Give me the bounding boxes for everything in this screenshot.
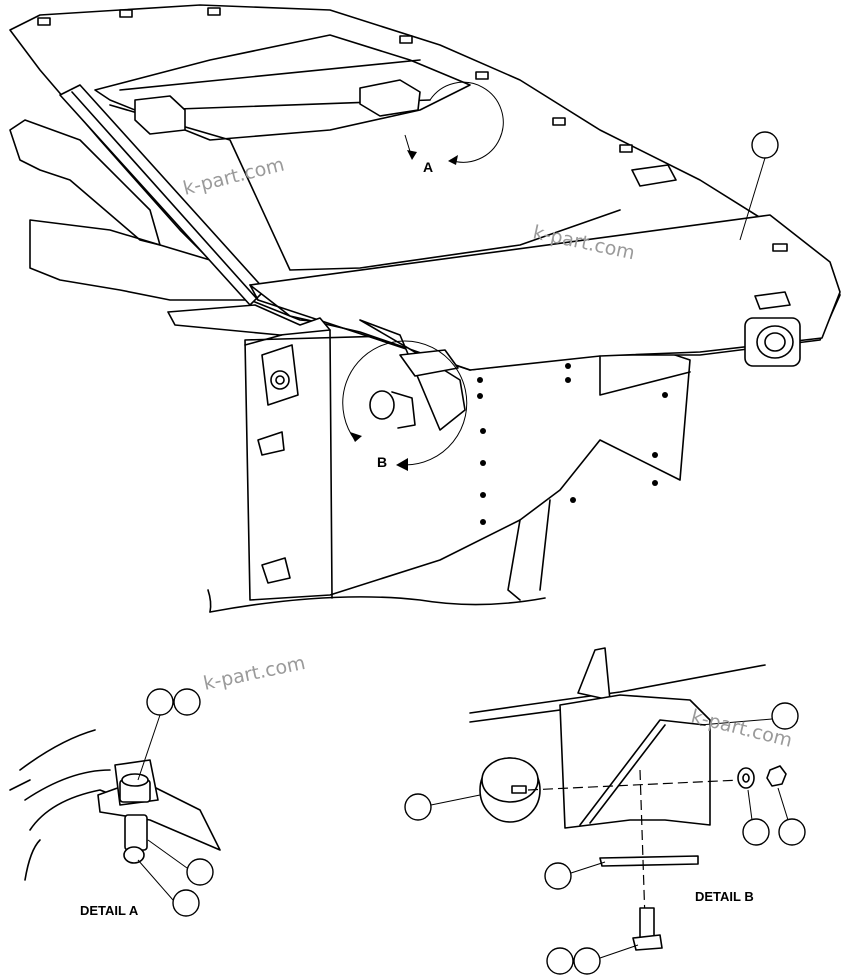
detail-a: DETAIL A [9,688,221,918]
view-circle-b: B [342,340,468,471]
main-assembly: A B [9,4,841,613]
detail-b: DETAIL B [404,647,806,975]
view-label-b: B [377,454,387,470]
panel-holes [477,363,668,525]
mount-pads [37,7,791,310]
light-fixture [744,317,801,367]
body-panel [244,329,691,601]
watermark-3: k-part.com [201,652,307,695]
detail-b-label: DETAIL B [695,889,754,904]
callout-main-1 [751,131,779,159]
view-circle-a: A [404,81,504,175]
view-label-a: A [423,159,433,175]
detail-a-label: DETAIL A [80,903,139,918]
